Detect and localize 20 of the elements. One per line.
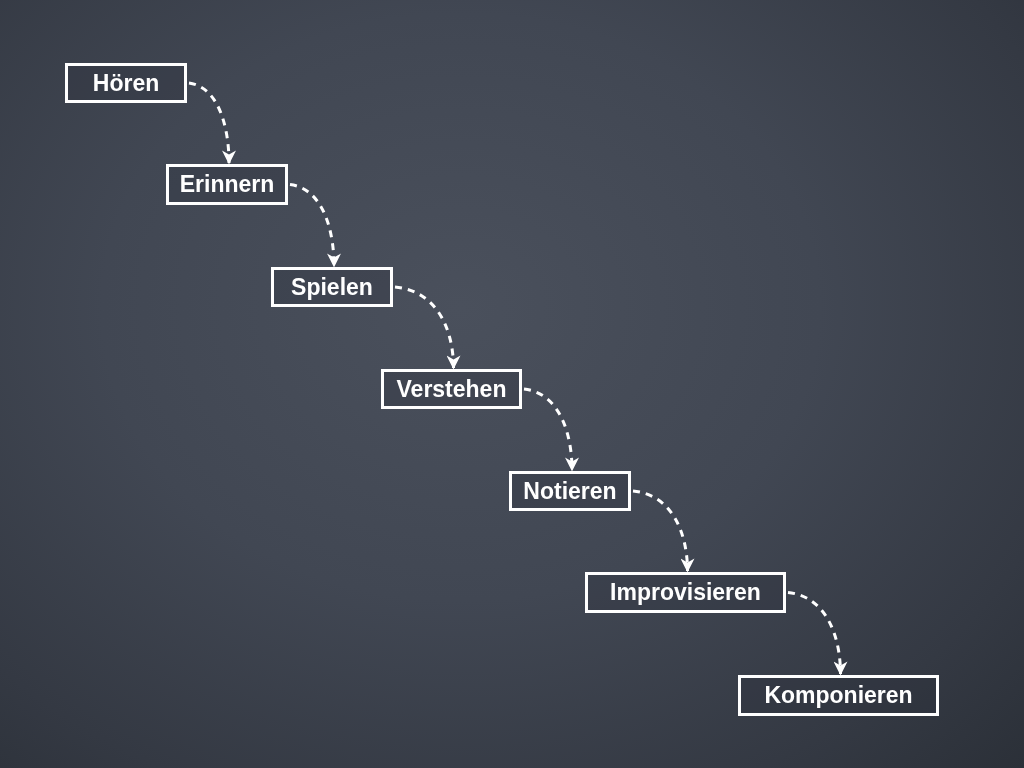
dashed-arrow [289,183,341,268]
step-label: Notieren [523,479,617,503]
process-box [271,267,393,307]
dashed-arrow [523,387,579,472]
process-box [166,164,288,205]
step-label: Improvisieren [610,581,761,604]
dashed-arrow [632,489,695,573]
process-box [509,471,631,511]
step-label: Spielen [291,275,373,299]
step-label: Erinnern [179,173,275,196]
dashed-arrow [394,285,461,370]
step-label: Hören [92,71,160,95]
process-box [65,63,187,103]
process-box [585,572,786,613]
step-label: Verstehen [396,377,507,401]
step-label: Komponieren [764,684,913,707]
process-box [738,675,939,716]
dashed-arrow [188,81,236,165]
process-box [381,369,522,409]
dashed-arrow [787,591,848,676]
